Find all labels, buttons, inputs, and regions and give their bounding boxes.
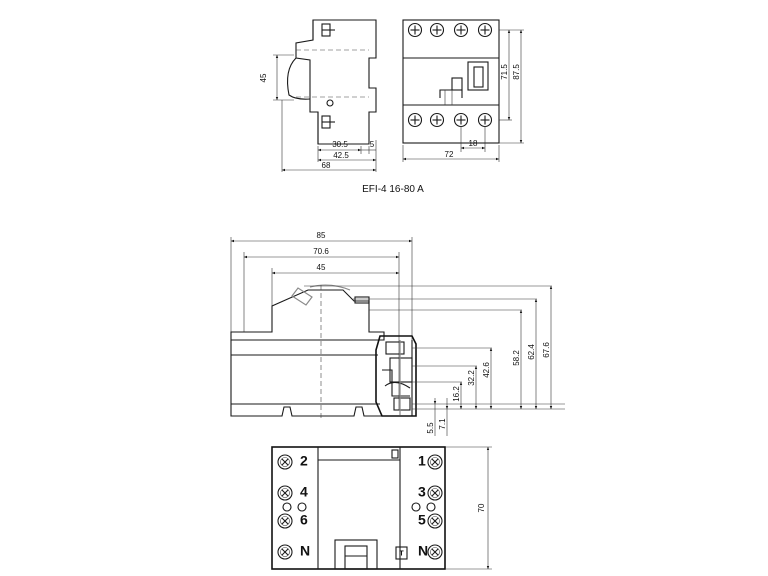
- dim-front2-height: 70: [477, 503, 486, 512]
- dim-side2-v-67-6: 67.6: [542, 342, 551, 358]
- terminal-label-n-right: N: [418, 543, 428, 559]
- terminal-label-3: 3: [418, 484, 426, 500]
- dim-side2-v-32-2: 32.2: [467, 370, 476, 386]
- bottom-side-view: 85 70.6 45 67.6 62.4: [230, 231, 565, 436]
- top-side-view: 45 30.5 5 42.5 68: [259, 19, 377, 172]
- dim-side-depth-total: 68: [322, 161, 331, 170]
- model-caption: EFI-4 16-80 A: [362, 184, 424, 195]
- dim-side2-depth-mid: 70.6: [313, 247, 329, 256]
- dim-front-pitch: 18: [469, 139, 478, 148]
- dim-side2-v-42-6: 42.6: [482, 362, 491, 378]
- dim-side2-v-7-1: 7.1: [438, 418, 447, 430]
- terminal-label-4: 4: [300, 484, 308, 500]
- terminal-label-1: 1: [418, 453, 426, 469]
- terminal-label-6: 6: [300, 512, 308, 528]
- dim-side-height: 45: [259, 73, 268, 82]
- dim-front-width: 72: [445, 150, 454, 159]
- bottom-front-view: 2 4 6 N 1 3 5 N T 70: [271, 446, 492, 570]
- dim-front-height-inner: 71.5: [500, 64, 509, 80]
- dim-side2-v-5-5: 5.5: [426, 422, 435, 434]
- dim-side2-depth-total: 85: [317, 231, 326, 240]
- terminal-label-n-left: N: [300, 543, 310, 559]
- dim-side2-depth-inner: 45: [317, 263, 326, 272]
- dim-side-small: 5: [370, 140, 375, 149]
- dim-side2-v-16-2: 16.2: [452, 386, 461, 402]
- dim-side-depth-inner: 30.5: [332, 140, 348, 149]
- test-button-label: T: [399, 550, 404, 557]
- terminal-label-5: 5: [418, 512, 426, 528]
- dim-side-depth-mid: 42.5: [333, 151, 349, 160]
- dim-side2-v-62-4: 62.4: [527, 344, 536, 360]
- terminal-label-2: 2: [300, 453, 308, 469]
- top-front-view: 71.5 87.5 18 72: [402, 19, 524, 162]
- dim-front-height-total: 87.5: [512, 64, 521, 80]
- dim-side2-v-58-2: 58.2: [512, 350, 521, 366]
